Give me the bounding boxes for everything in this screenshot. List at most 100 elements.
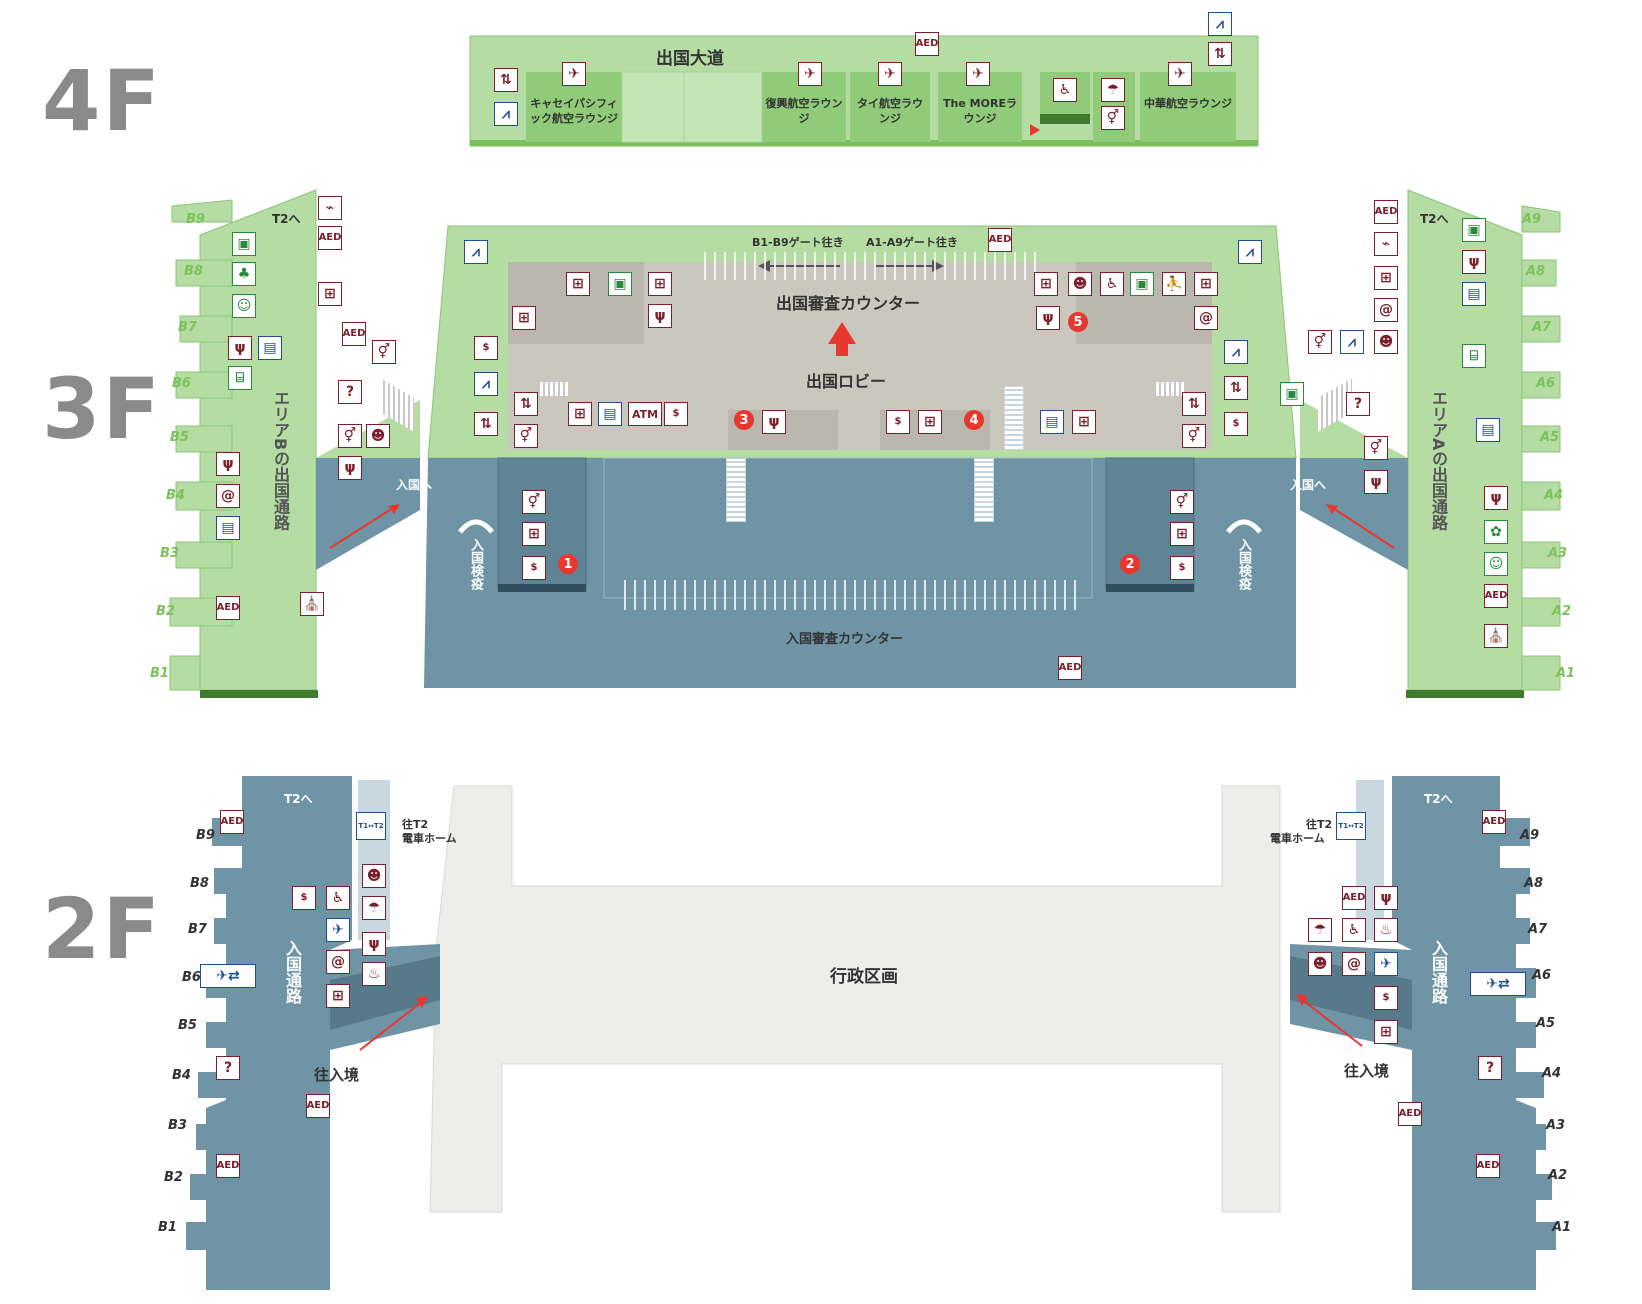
escalator	[1156, 382, 1184, 396]
gate-a4[interactable]: A4	[1542, 1066, 1562, 1081]
gate-b3[interactable]: B3	[160, 546, 179, 561]
baby-care-icon: ♿	[1100, 272, 1124, 296]
gate-b7[interactable]: B7	[178, 320, 197, 335]
art-gallery-icon: ▣	[608, 272, 632, 296]
nursing-room-icon: ☻	[1374, 330, 1398, 354]
train-icon[interactable]: T1↔T2	[356, 812, 386, 840]
information-icon: ?	[1478, 1056, 1502, 1080]
marker-4[interactable]: 4	[964, 410, 984, 430]
gate-b7[interactable]: B7	[188, 922, 207, 937]
internet-area-icon: ⌸	[228, 366, 252, 390]
lounge-cathay[interactable]: キャセイパシフィック航空ラウンジ	[530, 97, 618, 125]
currency-exchange-icon: $	[1224, 412, 1248, 436]
gate-a1[interactable]: A1	[1556, 666, 1576, 681]
prayer-room-icon: ⛪	[1484, 624, 1508, 648]
aed-icon: AED	[915, 32, 939, 56]
gate-b9[interactable]: B9	[196, 828, 215, 843]
gate-a5[interactable]: A5	[1540, 430, 1560, 445]
nursing-room-icon: ☻	[362, 864, 386, 888]
restroom-icon: ⚥	[1182, 424, 1206, 448]
garden-icon: ♣	[232, 262, 256, 286]
gate-a5[interactable]: A5	[1536, 1016, 1556, 1031]
gate-a6[interactable]: A6	[1532, 968, 1552, 983]
area-b-departure-path: エリアBの出国通路	[271, 390, 290, 531]
train-icon[interactable]: T1↔T2	[1336, 812, 1366, 840]
information-icon: ?	[338, 380, 362, 404]
lounge-china-airlines[interactable]: 中華航空ラウンジ	[1144, 97, 1232, 110]
currency-exchange-icon: $	[292, 886, 316, 910]
wifi-icon: @	[1374, 298, 1398, 322]
lounge-fuxing[interactable]: 復興航空ラウンジ	[765, 97, 843, 125]
train-platform-label: 電車ホーム	[1270, 832, 1325, 845]
gate-b3[interactable]: B3	[168, 1118, 187, 1133]
gate-a9[interactable]: A9	[1522, 212, 1542, 227]
gate-b5[interactable]: B5	[178, 1018, 197, 1033]
gate-a4[interactable]: A4	[1544, 488, 1564, 503]
gate-b5[interactable]: B5	[170, 430, 189, 445]
baby-care-icon: ♿	[1053, 78, 1077, 102]
art-gallery-icon: ▣	[232, 232, 256, 256]
restaurant-icon: ψ	[362, 932, 386, 956]
gate-a1[interactable]: A1	[1552, 1220, 1572, 1235]
gate-a8[interactable]: A8	[1526, 264, 1546, 279]
aed-icon: AED	[1342, 886, 1366, 910]
duty-free-icon: ⊞	[568, 402, 592, 426]
gate-a3[interactable]: A3	[1546, 1118, 1566, 1133]
aed-icon: AED	[306, 1094, 330, 1118]
gate-a2[interactable]: A2	[1552, 604, 1572, 619]
quarantine-label: 入国検疫	[1236, 538, 1251, 590]
gate-b8[interactable]: B8	[184, 264, 203, 279]
gate-b8[interactable]: B8	[190, 876, 209, 891]
lounge-icon: ✈	[966, 62, 990, 86]
arrival-path-label: 入国通路	[283, 940, 302, 1004]
floor-4f: 出国大道 キャセイパシフィック航空ラウンジ 復興航空ラウンジ タイ航空ラウンジ …	[0, 0, 1642, 160]
restaurant-icon: ψ	[228, 336, 252, 360]
gate-b4[interactable]: B4	[172, 1068, 191, 1083]
gate-b2[interactable]: B2	[164, 1170, 183, 1185]
reading-icon: ▤	[1476, 418, 1500, 442]
information-icon: ?	[1346, 392, 1370, 416]
marker-1[interactable]: 1	[558, 554, 578, 574]
gate-a6[interactable]: A6	[1536, 376, 1556, 391]
gate-a8[interactable]: A8	[1524, 876, 1544, 891]
gate-a2[interactable]: A2	[1548, 1168, 1568, 1183]
gate-a9[interactable]: A9	[1520, 828, 1540, 843]
floor-4f-shape	[469, 35, 1259, 147]
gate-b4[interactable]: B4	[166, 488, 185, 503]
gate-a3[interactable]: A3	[1548, 546, 1568, 561]
marker-2[interactable]: 2	[1120, 554, 1140, 574]
gate-b9[interactable]: B9	[186, 212, 205, 227]
marker-3[interactable]: 3	[734, 410, 754, 430]
gate-b2[interactable]: B2	[156, 604, 175, 619]
gate-a7[interactable]: A7	[1532, 320, 1552, 335]
aed-icon: AED	[216, 1154, 240, 1178]
escalator	[540, 382, 568, 396]
wifi-icon: @	[326, 950, 350, 974]
kids-area-icon: ⛹	[1162, 272, 1186, 296]
lounge-chair-icon: ♨	[1374, 918, 1398, 942]
currency-exchange-icon: $	[886, 410, 910, 434]
aed-icon: AED	[1476, 1154, 1500, 1178]
gate-b1[interactable]: B1	[150, 666, 169, 681]
gate-b6[interactable]: B6	[172, 376, 191, 391]
duty-free-icon: ⊞	[512, 306, 536, 330]
shower-icon: ☂	[1308, 918, 1332, 942]
escalator-icon: ⩘	[464, 240, 488, 264]
gate-a7[interactable]: A7	[1528, 922, 1548, 937]
information-icon: ?	[216, 1056, 240, 1080]
lounge-the-more[interactable]: The MOREラウンジ	[943, 97, 1017, 125]
aed-icon: AED	[342, 322, 366, 346]
gate-b1[interactable]: B1	[158, 1220, 177, 1235]
lounge-icon: ✈	[1168, 62, 1192, 86]
floor-label-4f: 4F	[42, 52, 162, 150]
entry-label: 往入境	[1344, 1062, 1390, 1080]
lounge-icon: ✈	[798, 62, 822, 86]
duty-free-icon: ⊞	[566, 272, 590, 296]
butterfly-garden-icon: ✿	[1484, 520, 1508, 544]
lounge-thai[interactable]: タイ航空ラウンジ	[857, 97, 923, 125]
restaurant-icon: ψ	[1036, 306, 1060, 330]
marker-5[interactable]: 5	[1068, 312, 1088, 332]
to-arrival-label: 入国へ	[396, 478, 433, 492]
gate-b6[interactable]: B6	[182, 970, 201, 985]
currency-exchange-icon: $	[522, 556, 546, 580]
